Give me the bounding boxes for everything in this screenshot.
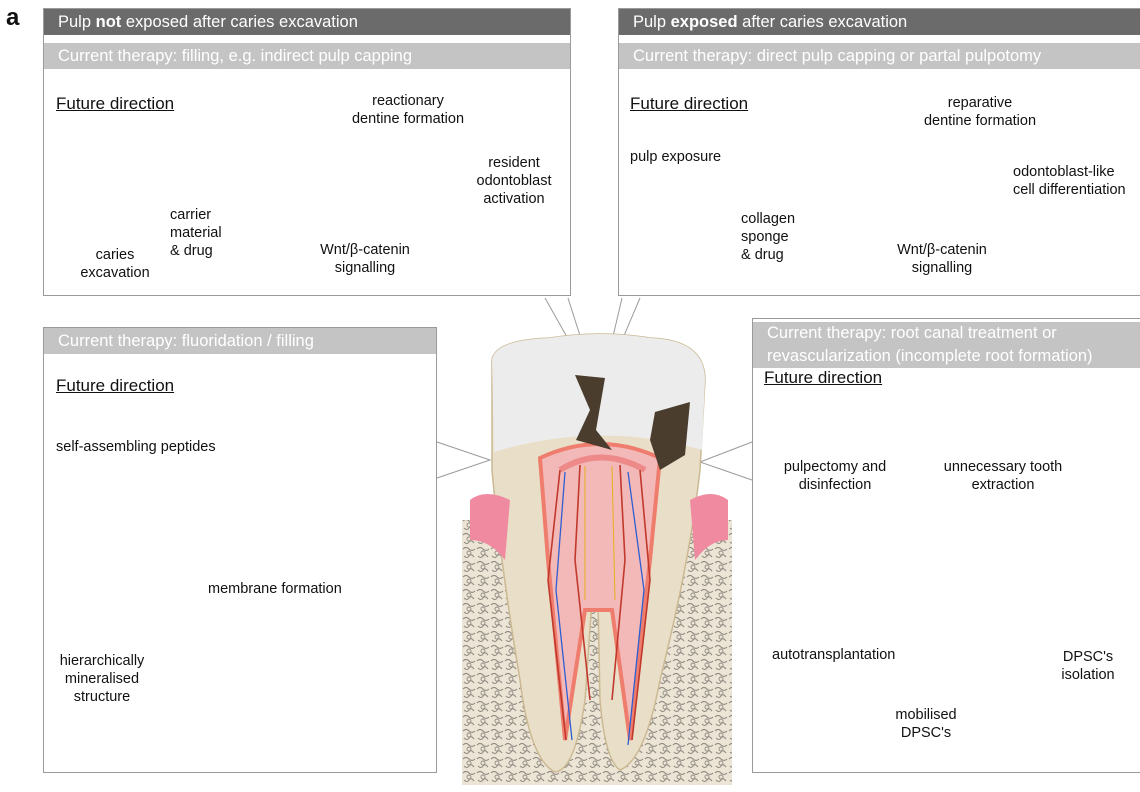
label-pulpectomy: pulpectomy and disinfection (774, 458, 896, 494)
future-direction-heading-4: Future direction (764, 368, 882, 388)
label-reactionary-dentine: reactionary dentine formation (340, 92, 476, 128)
future-direction-heading-3: Future direction (56, 376, 174, 396)
header-pulp-exposed: Pulp exposed after caries excavation (619, 9, 1140, 35)
label-resident-odontoblast: resident odontoblast activation (460, 154, 568, 208)
future-direction-heading-2: Future direction (630, 94, 748, 114)
label-wnt-signalling: Wnt/β-catenin signalling (305, 241, 425, 277)
label-pulp-exposure: pulp exposure (630, 148, 721, 166)
future-direction-heading: Future direction (56, 94, 174, 114)
label-tooth-extraction: unnecessary tooth extraction (928, 458, 1078, 494)
label-reparative-dentine: reparative dentine formation (912, 94, 1048, 130)
label-hierarchically-mineralised: hierarchically mineralised structure (52, 652, 152, 706)
header-pulp-not-exposed: Pulp not exposed after caries excavation (44, 9, 570, 35)
label-membrane-formation: membrane formation (208, 580, 342, 598)
therapy-banner-root-canal: Current therapy: root canal treatment or… (753, 322, 1140, 368)
therapy-banner-pulp-capping: Current therapy: direct pulp capping or … (619, 43, 1140, 69)
label-autotransplantation: autotransplantation (772, 646, 895, 664)
therapy-banner-fluoridation: Current therapy: fluoridation / filling (44, 328, 436, 354)
label-wnt-signalling-2: Wnt/β-catenin signalling (882, 241, 1002, 277)
label-dpsc-isolation: DPSC's isolation (1048, 648, 1128, 684)
therapy-banner-filling: Current therapy: filling, e.g. indirect … (44, 43, 570, 69)
label-odontoblast-like: odontoblast-like cell differentiation (1013, 163, 1126, 199)
label-caries-excavation: caries excavation (68, 246, 162, 282)
label-collagen-sponge: collagen sponge & drug (741, 210, 795, 264)
label-carrier-material: carrier material & drug (170, 206, 222, 260)
panel-letter: a (6, 4, 19, 32)
label-self-assembling-peptides: self-assembling peptides (56, 438, 216, 456)
central-tooth-illustration (462, 334, 732, 785)
label-mobilised-dpsc: mobilised DPSC's (884, 706, 968, 742)
